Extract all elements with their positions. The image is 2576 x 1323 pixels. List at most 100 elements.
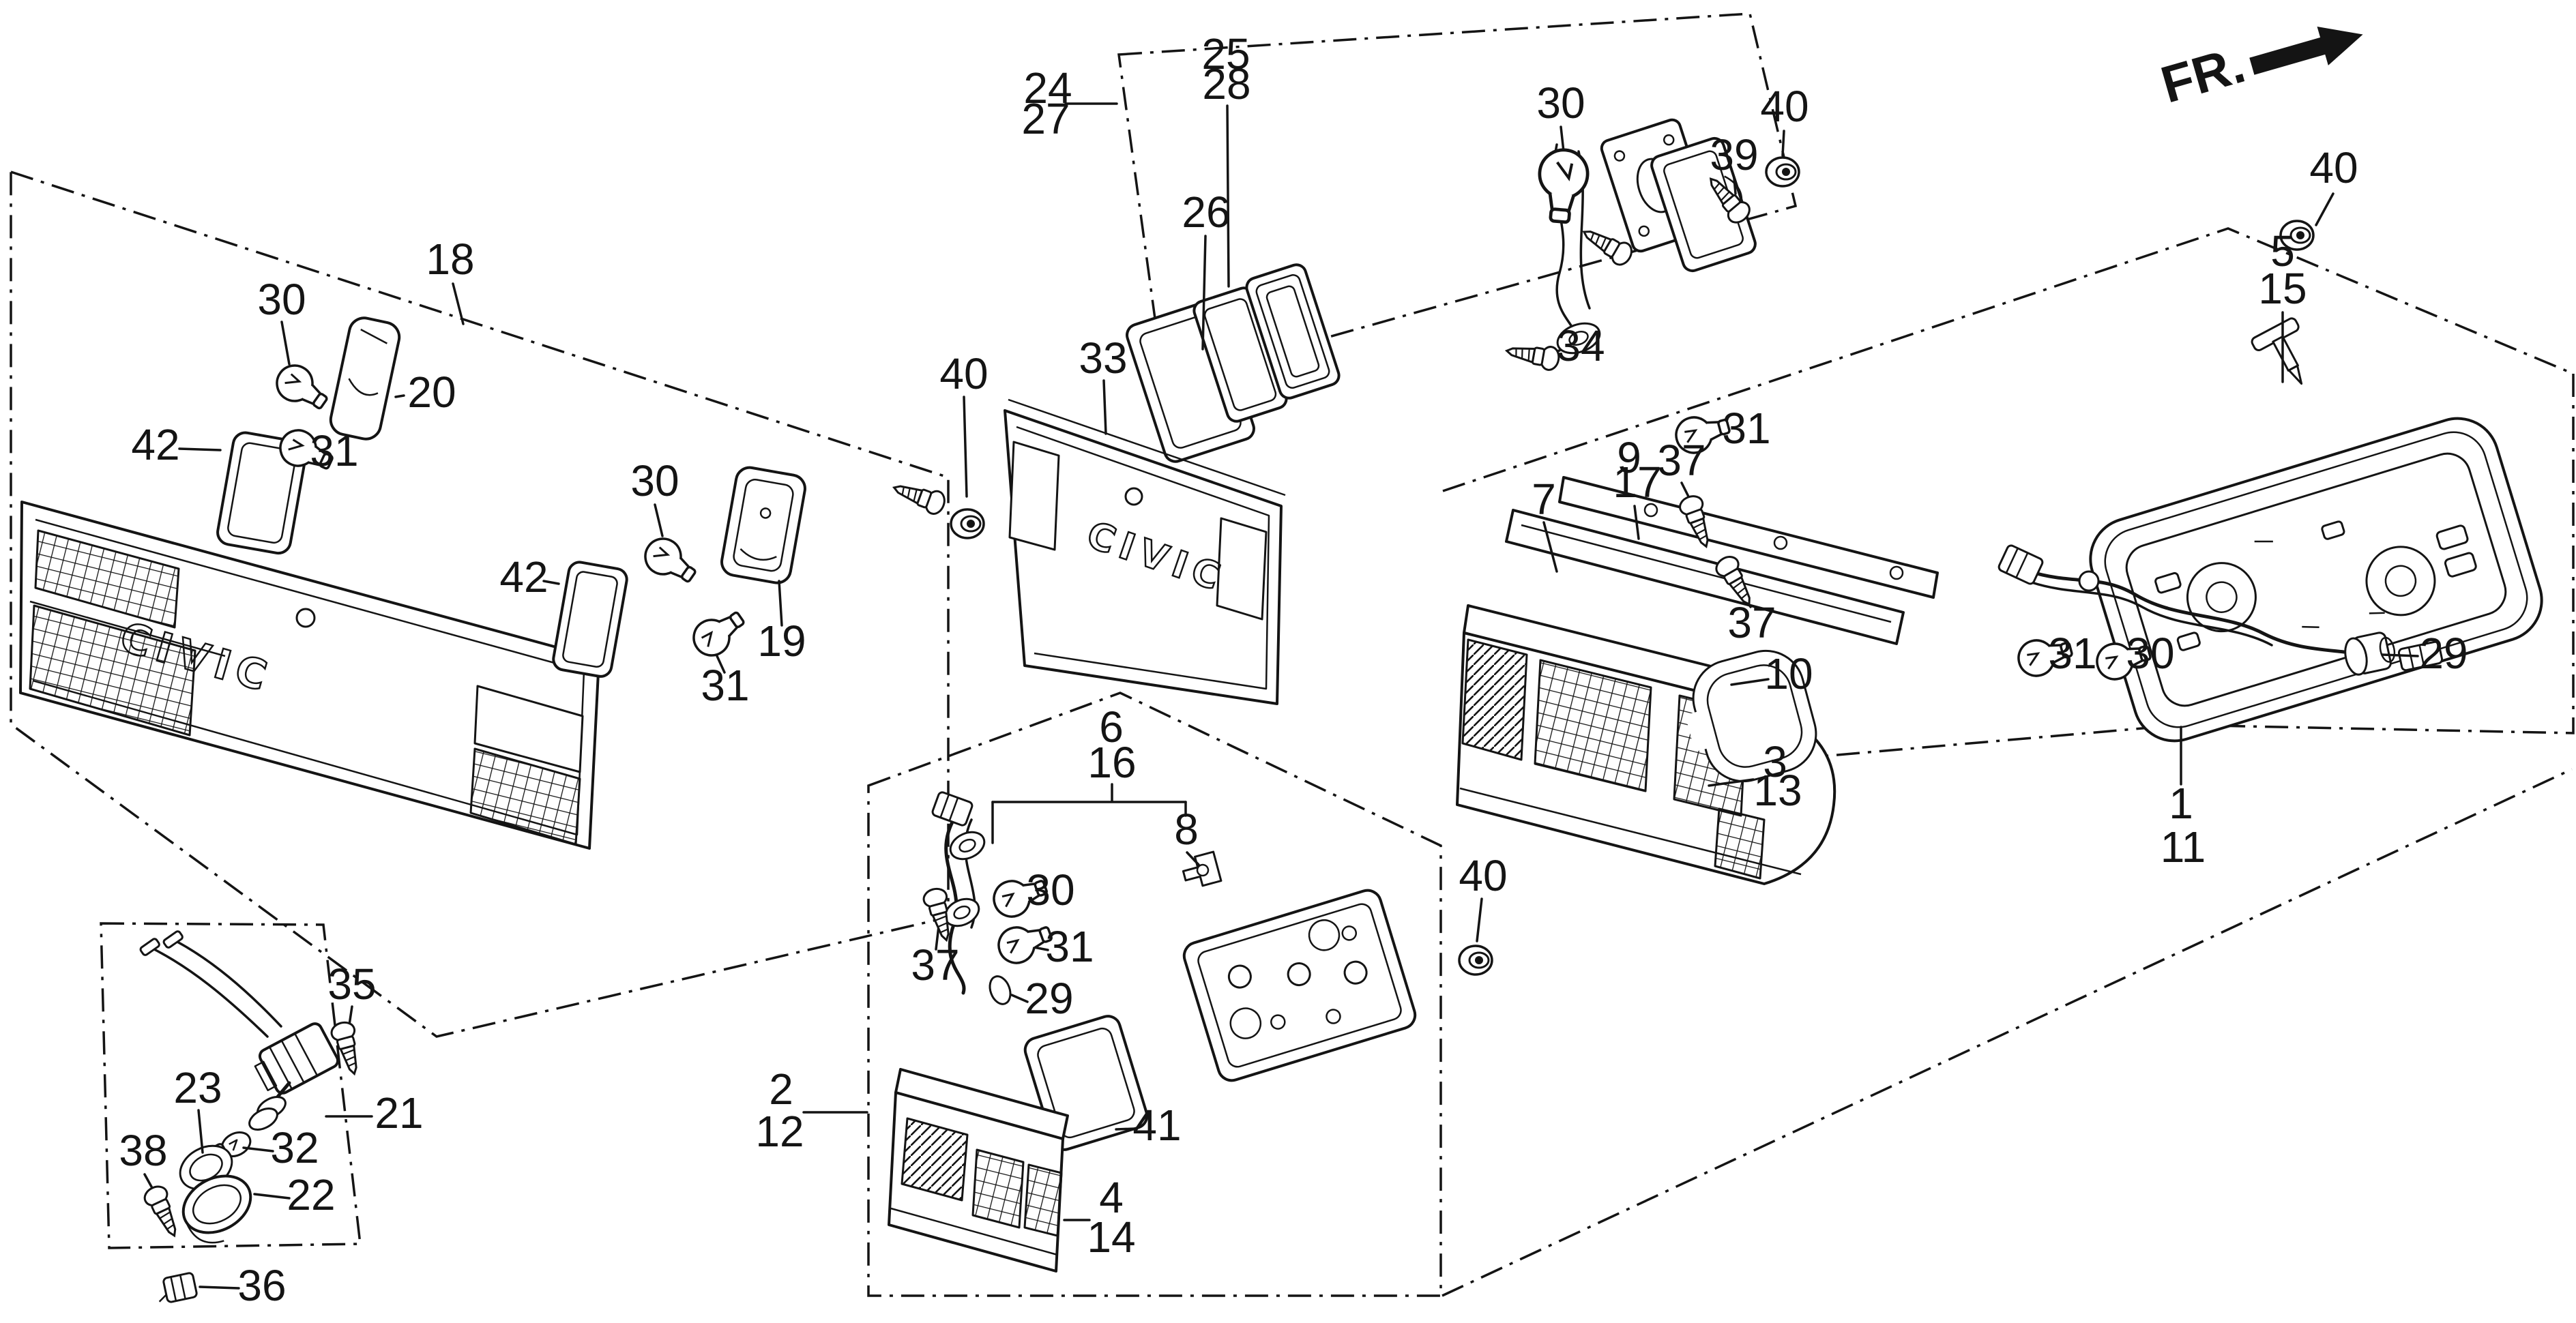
part-callout-37: 37: [1657, 436, 1706, 485]
part-callout-25: 25: [1201, 29, 1250, 78]
callout-leader-line: [1542, 521, 1558, 573]
taillight-unit-bottom-assembly: [888, 791, 1417, 1273]
part-callout-9: 9: [1617, 433, 1641, 482]
part-callout-8: 8: [1174, 805, 1199, 854]
callout-leader-line: [1730, 678, 1770, 686]
part-callout-18: 18: [426, 235, 474, 284]
harness-connector-2: [931, 791, 974, 827]
nut-icon: [1458, 945, 1493, 976]
part-callout-29: 29: [1025, 974, 1073, 1023]
part-callout-11: 11: [2161, 822, 2206, 872]
part-callout-21: 21: [375, 1088, 423, 1138]
callout-leader-line: [199, 1285, 240, 1290]
part-callout-36: 36: [237, 1261, 286, 1310]
clip-36: [158, 1272, 198, 1303]
wing-bolt: [2251, 317, 2303, 385]
part-callout-40: 40: [939, 349, 988, 398]
part-callout-27: 27: [1021, 94, 1070, 143]
assembly-group-box: [100, 922, 362, 1249]
part-callout-12: 12: [755, 1107, 804, 1156]
part-callout-31: 31: [1045, 922, 1094, 971]
part-callout-31: 31: [701, 661, 749, 710]
callout-leader-line: [654, 503, 664, 537]
grommet-20: [329, 316, 401, 441]
reflector-panel-left-upper: [34, 529, 180, 629]
reflector-panel-right-lower: [469, 747, 581, 846]
part-callout-14: 14: [1087, 1213, 1135, 1262]
part-callout-5: 5: [2270, 226, 2295, 276]
part-callout-23: 23: [173, 1063, 222, 1112]
callout-leader-line: [2381, 653, 2419, 657]
part-callout-26: 26: [1182, 188, 1230, 237]
center-garnish-panel-33: CIVIC: [1004, 398, 1286, 705]
taillight-housing-right-assembly: [1997, 317, 2543, 743]
part-callout-15: 15: [2258, 264, 2307, 313]
part-callout-30: 30: [257, 275, 306, 324]
harness-connector: [1997, 544, 2044, 585]
part-callout-4: 4: [1099, 1173, 1124, 1222]
rear-finish-panel-assembly: CIVIC: [19, 316, 806, 850]
screw-icon: [328, 1019, 367, 1078]
part-callout-41: 41: [1132, 1101, 1181, 1150]
screw-icon: [1504, 338, 1562, 372]
part-callout-6: 6: [1099, 702, 1124, 752]
part-callout-1: 1: [2169, 779, 2193, 828]
screw-icon: [141, 1182, 186, 1242]
part-callout-30: 30: [2126, 629, 2174, 678]
part-callout-40: 40: [1459, 851, 1507, 900]
part-callout-30: 30: [630, 456, 679, 505]
part-callout-34: 34: [1556, 321, 1605, 370]
part-callout-31: 31: [310, 426, 358, 475]
bulb-icon: [269, 357, 336, 419]
part-callout-31: 31: [1722, 404, 1770, 453]
gasket-42-left: [216, 431, 308, 555]
part-callout-31: 31: [2048, 629, 2096, 678]
assembly-group-line: [1441, 768, 2573, 1297]
callout-leader-line: [1560, 125, 1565, 153]
part-callout-20: 20: [407, 368, 456, 417]
socket-kit-assembly: [139, 930, 340, 1303]
bulb-socket-30: [1556, 322, 1601, 355]
callout-leader-line: [1201, 235, 1207, 351]
callout-leader-line: [778, 580, 783, 627]
callout-leader-line: [1708, 778, 1755, 787]
taillight-seal-10: [1685, 649, 1817, 783]
part-callout-19: 19: [757, 616, 806, 666]
callout-leader-line: [253, 1193, 291, 1200]
lamp-housing-19: [720, 466, 806, 584]
callout-leader-line: [452, 282, 465, 325]
part-callout-40: 40: [2309, 143, 2358, 192]
part-callout-37: 37: [911, 940, 959, 990]
gasket-42-middle: [552, 561, 628, 678]
socket-plug-29: [2397, 640, 2444, 672]
part-callout-35: 35: [327, 960, 376, 1009]
part-callout-32: 32: [270, 1123, 319, 1172]
part-callout-13: 13: [1753, 766, 1802, 815]
part-callout-30: 30: [1536, 78, 1585, 128]
part-callout-16: 16: [1087, 738, 1136, 787]
housing-cup-22: [181, 1174, 252, 1244]
callout-leader-line: [1226, 104, 1230, 288]
assembly-group-box: [867, 692, 1442, 1297]
part-callout-38: 38: [119, 1126, 167, 1175]
lamp-window-right: [473, 685, 584, 773]
reflector-panel-left-lower: [29, 604, 196, 737]
callout-leader-line: [280, 321, 291, 366]
callout-leader-line: [1633, 505, 1640, 540]
fr-direction-arrow: FR.: [2155, 26, 2363, 115]
screw-icon: [889, 475, 949, 518]
callout-leader-line: [542, 580, 560, 585]
taillight-center-assembly: [1456, 476, 1939, 885]
socket-cap-29: [989, 975, 1012, 1005]
fr-label: FR.: [2155, 35, 2251, 114]
part-callout-7: 7: [1532, 475, 1556, 524]
part-callout-24: 24: [1023, 63, 1072, 113]
assembly-group-line: [1442, 227, 2574, 492]
nut-icon: [950, 508, 985, 539]
assembly-group-box: [10, 170, 950, 1038]
backing-plate: [1182, 889, 1417, 1082]
part-callout-40: 40: [1760, 82, 1809, 131]
